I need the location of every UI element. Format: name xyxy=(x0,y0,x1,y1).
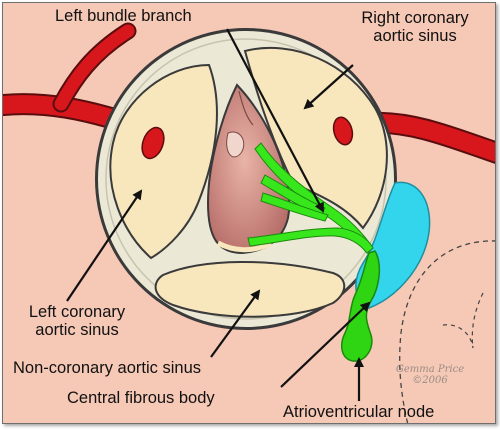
label-right-coronary-sinus-line2: aortic sinus xyxy=(373,27,457,46)
non-coronary-sinus xyxy=(154,261,346,318)
right-coronary-ostium xyxy=(332,116,354,146)
label-arrows xyxy=(66,28,371,401)
arrow-central-fibrous-body xyxy=(280,301,371,388)
left-coronary-artery xyxy=(3,22,137,132)
left-bundle-branch-shape xyxy=(247,142,374,254)
left-coronary-sinus xyxy=(109,63,218,260)
label-right-coronary-sinus-line1: Right coronary xyxy=(361,9,469,27)
label-left-coronary-sinus-line1: Left coronary xyxy=(28,303,126,321)
diagram-canvas xyxy=(3,22,495,423)
label-left-bundle-branch: Left bundle branch xyxy=(55,7,192,25)
inner-outflow-view xyxy=(206,83,291,255)
signature-year: ©2006 xyxy=(412,374,448,386)
artist-signature: Gemma Price ©2006 xyxy=(395,364,465,386)
arrow-left-bundle-branch xyxy=(226,28,324,213)
label-right-coronary-sinus: Right coronary aortic sinus xyxy=(339,9,491,46)
label-atrioventricular-node: Atrioventricular node xyxy=(283,403,435,421)
aortic-valve-diagram: Left bundle branch Right coronary aortic… xyxy=(2,2,496,424)
signature-name: Gemma Price xyxy=(395,364,465,375)
arrow-non-coronary-sinus xyxy=(210,289,261,358)
left-coronary-ostium xyxy=(141,126,165,160)
label-central-fibrous-body: Central fibrous body xyxy=(67,389,215,407)
arrow-right-coronary-sinus xyxy=(303,64,354,110)
arrow-left-coronary-sinus xyxy=(66,189,143,302)
label-left-coronary-sinus-line2: aortic sinus xyxy=(35,321,119,340)
label-left-coronary-sinus: Left coronary aortic sinus xyxy=(7,303,147,340)
dashed-region-outline xyxy=(399,240,495,423)
label-non-coronary-sinus: Non-coronary aortic sinus xyxy=(13,359,201,377)
